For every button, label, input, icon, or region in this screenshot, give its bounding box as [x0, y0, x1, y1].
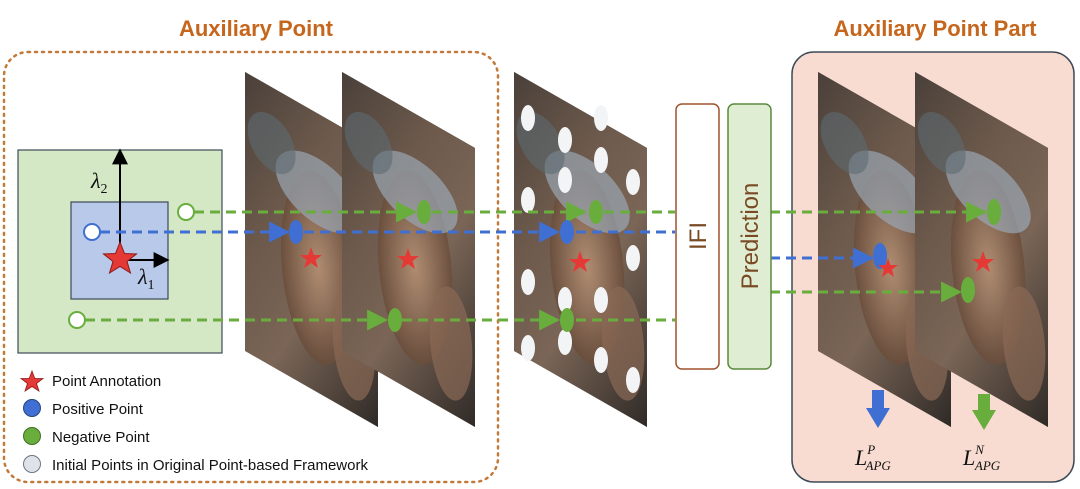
legend-label-positive: Positive Point	[52, 401, 144, 418]
initial-point	[558, 127, 572, 153]
negative-point-frame-2-bottom	[388, 308, 402, 332]
image-frame-5	[915, 72, 1048, 427]
positive-point-frame-3	[560, 220, 574, 244]
auxiliary-point-container	[2, 50, 500, 484]
initial-point	[626, 169, 640, 195]
initial-point	[626, 367, 640, 393]
initial-points-grid	[521, 105, 640, 393]
positive-origin-point	[83, 223, 101, 241]
initial-point	[558, 329, 572, 355]
legend-label-annotation: Point Annotation	[52, 373, 161, 390]
initial-point	[558, 287, 572, 313]
negative-down-arrow-icon	[972, 394, 996, 430]
annotation-star-frame-3-icon	[569, 251, 591, 272]
negative-point-frame-5-bottom	[961, 277, 975, 303]
green-dot-icon	[23, 427, 41, 445]
initial-point	[594, 105, 608, 131]
initial-point	[521, 187, 535, 213]
negative-point-frame-5-top	[987, 199, 1001, 225]
positive-point-frame-1	[289, 220, 303, 244]
initial-point	[594, 147, 608, 173]
positive-point-frame-4	[873, 243, 887, 269]
left-section-title: Auxiliary Point	[179, 16, 334, 41]
annotation-star-icon	[102, 240, 138, 275]
negative-origin-point-bottom	[68, 311, 86, 329]
prediction-label: Prediction	[737, 183, 764, 290]
initial-point	[626, 245, 640, 271]
ifi-label: IFI	[685, 222, 712, 250]
legend-label-negative: Negative Point	[52, 429, 150, 446]
initial-point	[594, 287, 608, 313]
legend-label-initial: Initial Points in Original Point-based F…	[52, 457, 368, 474]
initial-point	[521, 335, 535, 361]
image-frame-3	[514, 72, 647, 427]
prediction-block	[727, 103, 772, 370]
initial-point	[558, 167, 572, 193]
negative-origin-point-top	[177, 203, 195, 221]
negative-point-frame-3-top	[589, 200, 603, 224]
annotation-star-frame-5-icon	[972, 251, 994, 272]
initial-point	[594, 347, 608, 373]
blue-dot-icon	[23, 399, 41, 417]
annotation-star-frame-4-icon	[878, 258, 898, 277]
positive-down-arrow-icon	[866, 390, 890, 428]
ifi-block	[675, 103, 720, 370]
red-star-icon	[19, 369, 45, 392]
initial-point	[521, 269, 535, 295]
legend: Point Annotation Positive Point Negative…	[19, 369, 368, 474]
annotation-star-frame-2-icon	[397, 248, 419, 269]
negative-point-frame-2-top	[417, 200, 431, 224]
initial-point	[521, 105, 535, 131]
annotation-star-frame-1-icon	[300, 247, 322, 268]
negative-point-frame-3-bottom	[560, 308, 574, 332]
gray-dot-icon	[23, 455, 41, 473]
right-section-title: Auxiliary Point Part	[834, 16, 1038, 41]
